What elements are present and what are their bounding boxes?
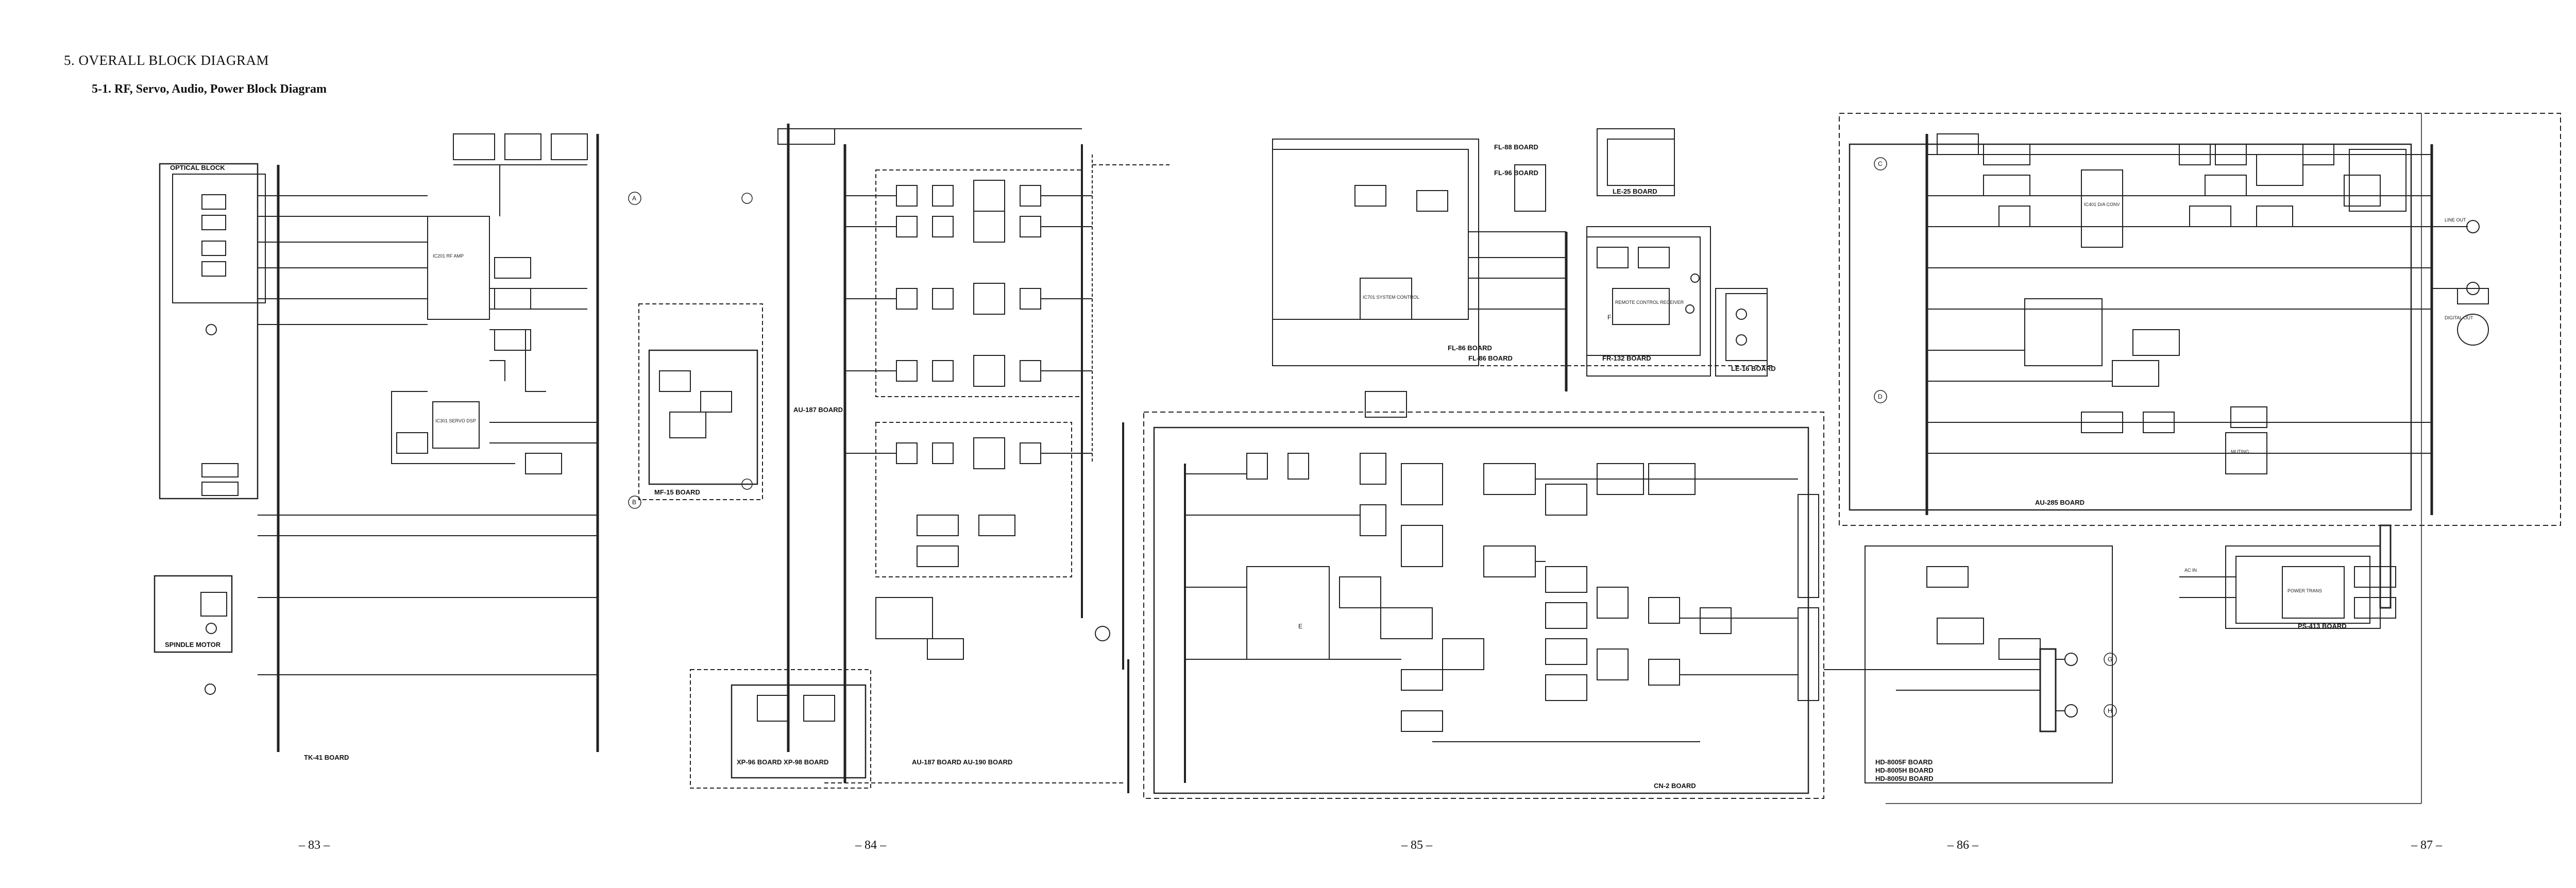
reference-markers xyxy=(628,157,2117,718)
ref-f: F xyxy=(1607,314,1611,321)
mute-label: MUTING xyxy=(2231,449,2249,454)
page-number-86: – 86 – xyxy=(1947,839,1978,852)
syscon-label: IC701 SYSTEM CONTROL xyxy=(1363,295,1419,300)
fl-mid-board-label: FL-96 BOARD xyxy=(1494,169,1538,177)
au187-board-label: AU-187 BOARD xyxy=(793,406,843,414)
digital-out-label: DIGITAL OUT xyxy=(2445,315,2473,320)
line-out-label: LINE OUT xyxy=(2445,217,2466,223)
tk41-board-label: TK-41 BOARD xyxy=(304,754,349,761)
ref-g: G xyxy=(2108,656,2112,663)
au187-190-board-label: AU-187 BOARD AU-190 BOARD xyxy=(912,758,1012,766)
remote-label: REMOTE CONTROL RECEIVER xyxy=(1615,300,1684,305)
amp-rows xyxy=(845,180,1092,469)
reference-letters: A B C D E F G H xyxy=(632,160,2112,714)
subsection-title: 5-1. RF, Servo, Audio, Power Block Diagr… xyxy=(92,82,327,96)
fl86-main-label: FL-86 BOARD xyxy=(1448,344,1492,352)
xp-board-label: XP-96 BOARD XP-98 BOARD xyxy=(737,758,828,766)
au187-section xyxy=(638,124,1170,793)
page-number-85: – 85 – xyxy=(1401,839,1432,852)
rf-amp-label: IC201 RF AMP xyxy=(433,253,464,259)
cn2-board-label: CN-2 BOARD xyxy=(1654,782,1696,790)
page-number-83: – 83 – xyxy=(299,839,330,852)
fr132-board-label: FR-132 BOARD xyxy=(1602,354,1651,362)
ref-b: B xyxy=(632,499,636,506)
le25-board-label: LE-25 BOARD xyxy=(1613,187,1657,195)
ref-c: C xyxy=(1878,160,1883,167)
mf15-board-label: MF-15 BOARD xyxy=(654,488,700,496)
component-labels: IC201 RF AMP IC301 SERVO DSP IC401 D/A C… xyxy=(433,202,2473,593)
power-trans-label: POWER TRANS xyxy=(2287,588,2322,593)
ref-a: A xyxy=(632,195,636,202)
hd-board-label-2: HD-8005H BOARD xyxy=(1875,766,1934,774)
servo-label: IC301 SERVO DSP xyxy=(435,418,476,423)
optical-block-label: OPTICAL BLOCK xyxy=(170,164,225,172)
au285-section xyxy=(1839,113,2561,804)
hd-board-label-1: HD-8005F BOARD xyxy=(1875,758,1933,766)
section-title: 5. OVERALL BLOCK DIAGRAM xyxy=(64,53,269,68)
ref-d: D xyxy=(1878,393,1883,400)
au285-board-label: AU-285 BOARD xyxy=(2035,499,2084,506)
board-labels: OPTICAL BLOCK SPINDLE MOTOR TK-41 BOARD … xyxy=(165,143,2347,790)
spindle-motor-label: SPINDLE MOTOR xyxy=(165,641,221,648)
ref-e: E xyxy=(1298,623,1302,630)
page-number-87: – 87 – xyxy=(2411,839,2442,852)
ref-h: H xyxy=(2108,707,2112,714)
fl86-board-label: FL-86 BOARD xyxy=(1468,354,1513,362)
le16-board-label: LE-16 BOARD xyxy=(1731,365,1776,372)
hd-board-label-3: HD-8005U BOARD xyxy=(1875,775,1934,782)
page-number-84: – 84 – xyxy=(855,839,886,852)
dac-label: IC401 D/A CONV xyxy=(2084,202,2120,207)
fl-top-board-label: FL-88 BOARD xyxy=(1494,143,1538,151)
cn2-section xyxy=(1143,128,1896,799)
tk41-section xyxy=(154,133,599,752)
ac-in-label: AC IN xyxy=(2184,568,2197,573)
ps413-board-label: PS-413 BOARD xyxy=(2298,622,2347,630)
